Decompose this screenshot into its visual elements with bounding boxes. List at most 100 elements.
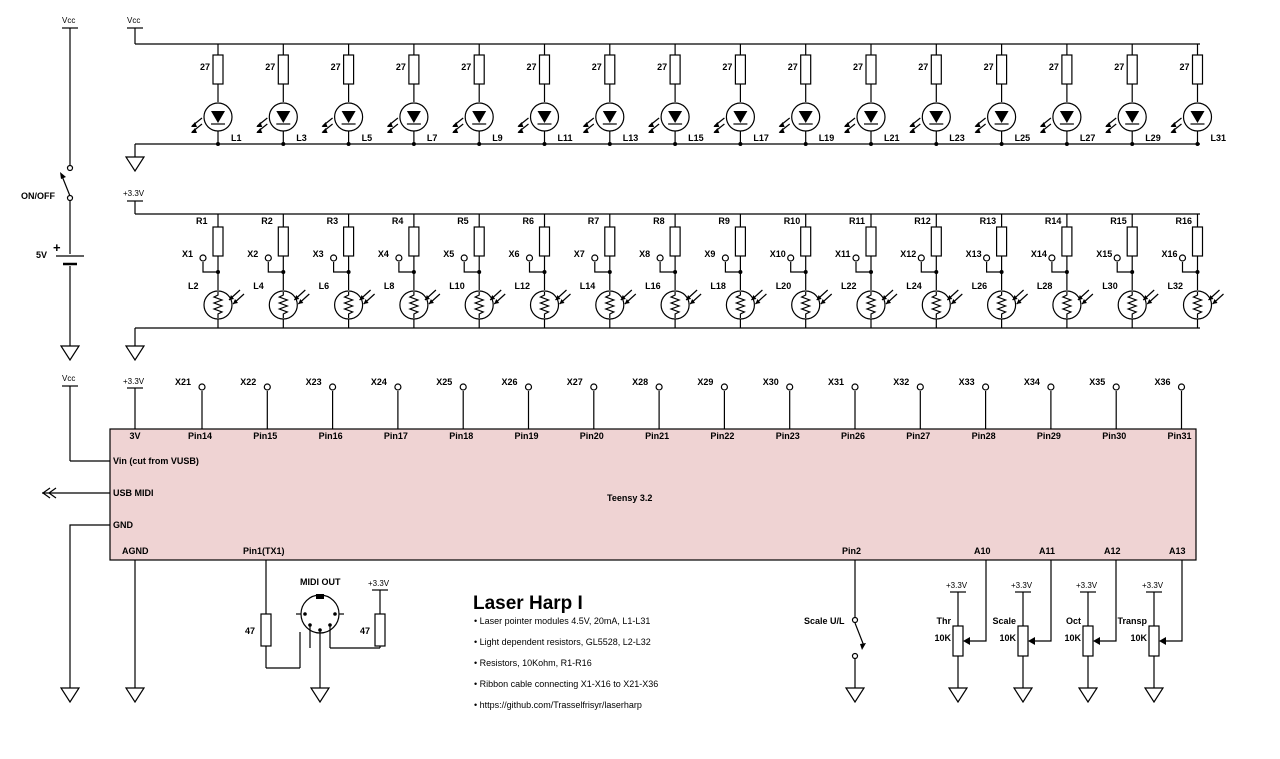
note-item: • Light dependent resistors, GL5528, L2-… [474,637,651,647]
resistor-value: 27 [592,62,602,72]
tap-label: X34 [1024,377,1040,387]
tap-label: X30 [763,377,779,387]
resistor-icon [734,54,747,85]
resistor-value: 27 [853,62,863,72]
connector-tap-icon [330,254,338,262]
resistor-label: R7 [588,216,600,226]
resistor-value: 27 [331,62,341,72]
resistor-label: R5 [457,216,469,226]
resistor-label: R6 [523,216,535,226]
ldr-label: L30 [1102,281,1118,291]
resistor-label: R11 [849,216,865,226]
tap-label: X28 [632,377,648,387]
ldr-label: L2 [188,281,199,291]
ldr-label: L32 [1168,281,1184,291]
tap-label: X22 [240,377,256,387]
connector-tap-icon [851,383,859,391]
ground-icon [124,156,146,173]
led-label: L29 [1145,133,1161,143]
tap-label: X8 [639,249,650,259]
note-item: • Ribbon cable connecting X1-X16 to X21-… [474,679,658,689]
ground-icon [1143,687,1165,704]
pot-name: Oct [1066,616,1081,626]
connector-tap-icon [525,254,534,262]
teensy-pin-label: Pin22 [710,431,734,441]
resistor-label: R1 [196,216,208,226]
teensy-pin-label: Pin27 [906,431,930,441]
tap-label: X32 [893,377,909,387]
resistor-icon [212,54,224,85]
pot-value: 10K [934,633,951,643]
pin-usb-midi: USB MIDI [113,488,154,498]
pin-vin: Vin (cut from VUSB) [113,456,199,466]
tap-label: X16 [1162,249,1178,259]
connector-tap-icon [459,383,467,391]
midi-out-title: MIDI OUT [300,577,341,587]
note-item: • https://github.com/Trasselfrisyr/laser… [474,700,642,710]
v33-label-midi: +3.3V [368,579,390,588]
resistor-icon [1191,226,1204,257]
teensy-pin-label: Pin30 [1102,431,1126,441]
connector-tap-icon [591,254,599,262]
resistor-value: 27 [396,62,406,72]
resistor-icon [473,226,485,257]
svg-text:47: 47 [245,626,255,636]
teensy-pin-label: Pin28 [972,431,996,441]
pin-a11: A11 [1039,546,1055,556]
on-off-label: ON/OFF [21,191,55,201]
midi-resistor-left [260,613,272,647]
resistor-icon [343,54,355,85]
resistor-icon [277,54,289,85]
led-label: L5 [362,133,373,143]
pot-icon [1082,625,1094,657]
ldr-label: L16 [645,281,661,291]
resistor-icon [995,226,1008,257]
teensy-pin-label: Pin18 [449,431,473,441]
led-label: L3 [296,133,307,143]
tap-label: X29 [697,377,713,387]
connector-tap-icon [524,383,533,391]
pot-value: 10K [999,633,1016,643]
resistor-value: 27 [461,62,471,72]
resistor-icon [930,226,942,257]
ldr-label: L26 [972,281,988,291]
switch-lever-icon [854,622,865,647]
ground-icon [947,687,969,704]
teensy-pin-label: Pin29 [1037,431,1061,441]
connector-tap-icon [981,383,990,391]
tap-label: X9 [704,249,715,259]
ldr-label: L20 [776,281,792,291]
connector-tap-icon [787,254,795,262]
resistor-icon [1191,54,1204,85]
resistor-label: R2 [261,216,273,226]
resistor-icon [343,226,355,257]
connector-tap-icon [395,254,403,262]
connector-tap-icon [199,254,207,262]
tap-label: X1 [182,249,193,259]
tap-label: X24 [371,377,387,387]
teensy-pin-label: Pin15 [253,431,277,441]
resistor-icon [865,54,877,85]
connector-tap-icon [1047,383,1055,391]
ground-icon [309,687,331,704]
led-label: L1 [231,133,242,143]
v33-label: +3.3V [1076,581,1098,590]
led-label: L17 [753,133,769,143]
